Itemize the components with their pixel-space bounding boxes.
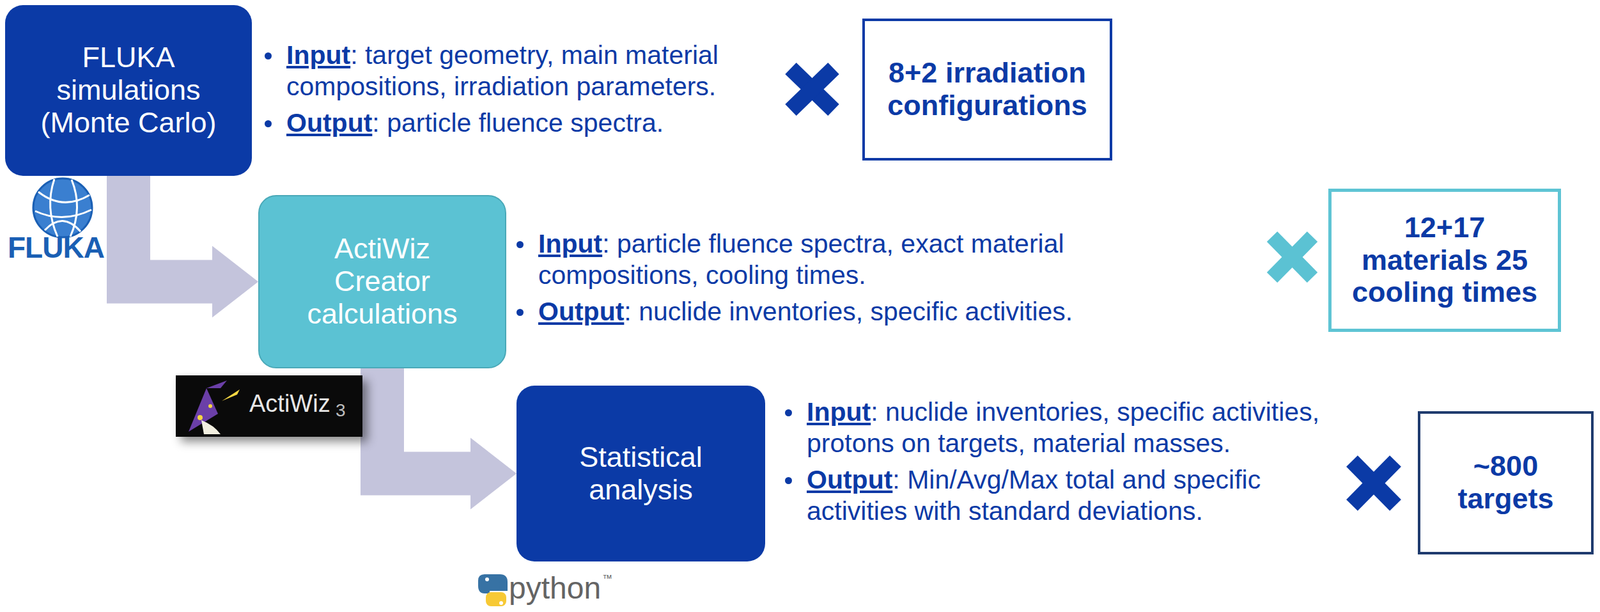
bullet-item: Input: target geometry, main material co… [263, 39, 775, 103]
bullet-text: : nuclide inventories, specific activiti… [623, 296, 1073, 327]
count-box: 12+17 materials 25 cooling times [1328, 188, 1562, 332]
bullet-text: : particle fluence spectra. [372, 108, 664, 138]
flow-arrow [106, 173, 259, 318]
actiwiz-version: 3 [335, 400, 346, 421]
python-logo-text: python [508, 572, 601, 604]
process-box: FLUKA simulations (Monte Carlo) [5, 5, 252, 176]
box-text: Statistical analysis [538, 441, 744, 507]
process-box: Statistical analysis [516, 385, 766, 562]
fluka-logo-text: FLUKA [7, 230, 105, 265]
multiply-cross [1272, 236, 1313, 278]
box-text: FLUKA simulations (Monte Carlo) [26, 41, 231, 140]
bullet-list: Input: particle fluence spectra, exact m… [515, 228, 1155, 333]
bullet-list: Input: nuclide inventories, specific act… [783, 396, 1340, 532]
box-text: ActiWiz Creator calculations [286, 232, 479, 331]
fluka-logo-sphere [33, 178, 93, 238]
bullet-list: Input: target geometry, main material co… [263, 39, 775, 144]
bullet-key: Input [538, 228, 603, 259]
python-logo [478, 574, 508, 606]
box-text: ~800 targets [1432, 450, 1580, 516]
box-text: 12+17 materials 25 cooling times [1348, 211, 1541, 310]
count-box: 8+2 irradiation configurations [862, 18, 1113, 161]
bullet-item: Input: particle fluence spectra, exact m… [515, 228, 1155, 291]
count-box: ~800 targets [1417, 411, 1594, 555]
box-text: 8+2 irradiation configurations [878, 56, 1097, 123]
multiply-cross [1351, 460, 1396, 505]
bullet-key: Input [286, 40, 351, 70]
bullet-item: Output: Min/Avg/Max total and specific a… [783, 464, 1340, 527]
bullet-item: Input: nuclide inventories, specific act… [783, 396, 1340, 459]
actiwiz-logo-text: ActiWiz [249, 389, 331, 418]
process-box: ActiWiz Creator calculations [258, 194, 507, 369]
bullet-key: Output [538, 296, 624, 327]
bullet-dot [516, 308, 524, 316]
bullet-dot [516, 240, 524, 249]
bullet-key: Input [806, 396, 871, 427]
bullet-key: Output [806, 464, 893, 495]
bullet-text: : nuclide inventories, specific activiti… [806, 396, 1320, 458]
wizard-icon [175, 375, 247, 437]
bullet-key: Output [286, 108, 373, 138]
bullet-item: Output: particle fluence spectra. [263, 107, 775, 139]
bullet-dot [784, 409, 793, 417]
multiply-cross [790, 68, 834, 110]
bullet-text: : particle fluence spectra, exact materi… [538, 228, 1065, 290]
bullet-dot [784, 476, 793, 484]
bullet-dot [264, 120, 272, 128]
trademark-mark: ™ [602, 572, 613, 585]
bullet-item: Output: nuclide inventories, specific ac… [515, 295, 1155, 328]
bullet-dot [264, 52, 272, 60]
flow-arrow [360, 365, 517, 510]
bullet-text: : target geometry, main material composi… [286, 40, 719, 101]
